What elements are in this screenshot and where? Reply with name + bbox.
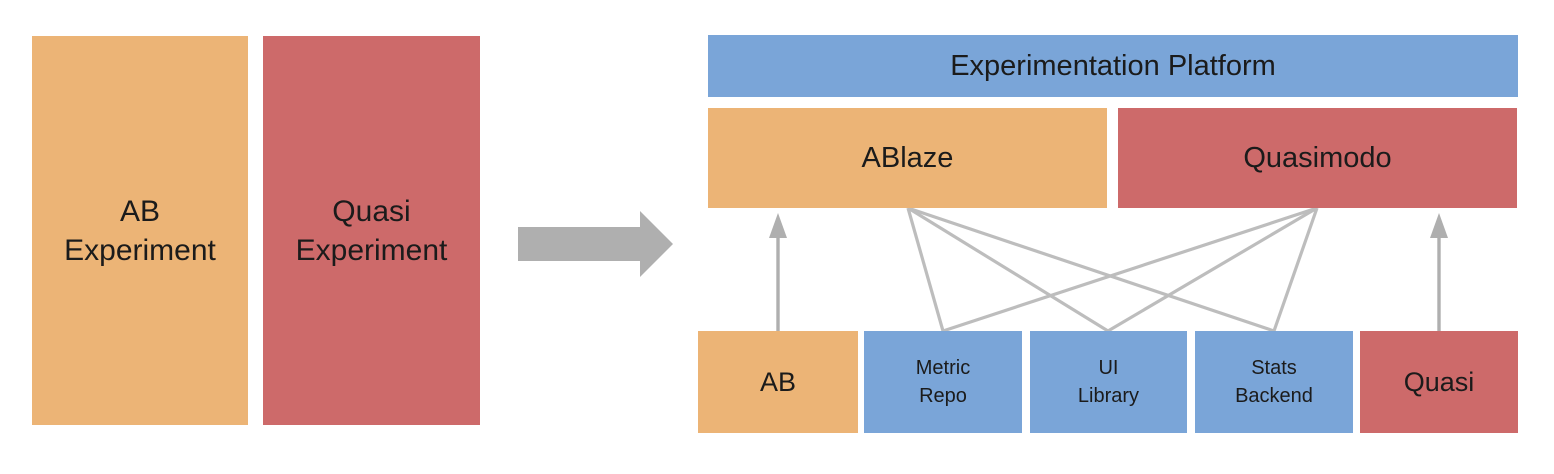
ui-library-label: UI Library xyxy=(1077,357,1140,407)
metric-repo-label: Metric Repo xyxy=(915,357,971,407)
edge-ablaze-ui-library xyxy=(907,206,1109,333)
ab-component-label: AB xyxy=(759,367,797,397)
edge-ablaze-stats-backend xyxy=(907,206,1275,333)
ab-experiment-box: AB Experiment xyxy=(32,36,248,425)
edge-quasimodo-ui-library xyxy=(1107,206,1318,333)
ab-experiment-label: AB Experiment xyxy=(64,194,216,267)
arrow-quasi-to-quasimodo xyxy=(1430,213,1448,331)
quasi-experiment-box: Quasi Experiment xyxy=(263,36,480,425)
edge-quasimodo-metric-repo xyxy=(942,206,1318,333)
ablaze-label: ABlaze xyxy=(861,142,954,174)
quasi-component-box: Quasi xyxy=(1360,331,1518,433)
transform-arrow-icon xyxy=(518,211,673,277)
ui-library-box: UI Library xyxy=(1030,331,1187,433)
experimentation-platform-label: Experimentation Platform xyxy=(950,50,1276,82)
ab-component-box: AB xyxy=(698,331,858,433)
experimentation-platform-box: Experimentation Platform xyxy=(708,35,1518,97)
quasimodo-label: Quasimodo xyxy=(1243,142,1392,174)
quasimodo-box: Quasimodo xyxy=(1118,108,1517,208)
stats-backend-box: Stats Backend xyxy=(1195,331,1353,433)
quasi-experiment-label: Quasi Experiment xyxy=(295,194,448,267)
stats-backend-label: Stats Backend xyxy=(1235,357,1313,407)
ablaze-box: ABlaze xyxy=(708,108,1107,208)
metric-repo-box: Metric Repo xyxy=(864,331,1022,433)
edge-quasimodo-stats-backend xyxy=(1272,207,1319,332)
quasi-component-label: Quasi xyxy=(1403,367,1475,397)
edge-ablaze-metric-repo xyxy=(906,207,945,332)
arrow-ab-to-ablaze xyxy=(769,213,787,331)
